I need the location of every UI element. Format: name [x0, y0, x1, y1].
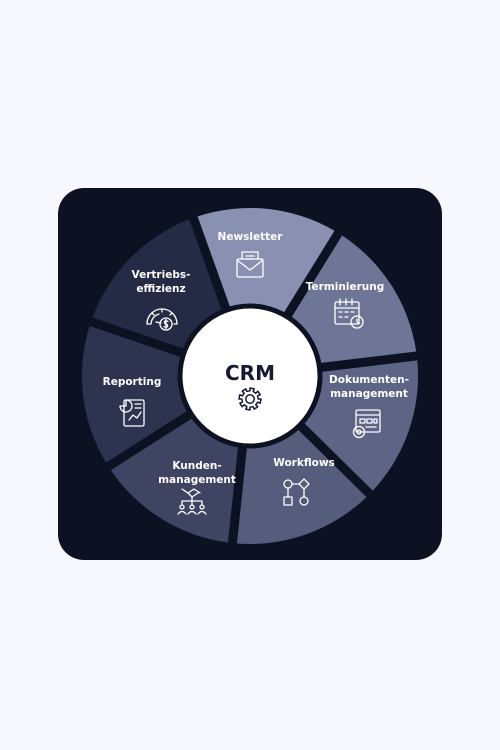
flowchart-icon — [283, 478, 310, 506]
report-chart-icon — [119, 399, 145, 427]
segment-reporting — [81, 325, 193, 463]
crm-wheel: NewsletterTerminierungDokumenten-managem… — [81, 208, 419, 544]
segment-dokumentenmanagement — [300, 360, 419, 491]
document-gear-icon — [352, 409, 381, 439]
segment-label-workflows: Workflows — [273, 457, 335, 469]
segment-workflows — [236, 425, 367, 544]
handshake-network-icon — [177, 488, 207, 515]
segment-label-kundenmanagement: Kunden- — [172, 460, 221, 472]
speedometer-dollar-icon — [146, 308, 178, 331]
center-circle — [177, 303, 323, 449]
segment-kundenmanagement — [110, 415, 239, 543]
segment-label-vertriebseffizienz: Vertriebs- — [132, 269, 191, 281]
segment-label-reporting: Reporting — [103, 376, 162, 388]
envelope-icon — [236, 251, 264, 278]
segment-label-dokumentenmanagement: management — [330, 388, 408, 400]
segment-label-vertriebseffizienz: effizienz — [136, 283, 185, 295]
segment-newsletter — [197, 208, 335, 318]
calendar-clock-icon — [334, 298, 364, 329]
segment-label-terminierung: Terminierung — [306, 281, 384, 293]
segment-label-kundenmanagement: management — [158, 474, 236, 486]
segment-label-dokumentenmanagement: Dokumenten- — [329, 374, 409, 386]
center-title: CRM — [225, 361, 275, 385]
segment-vertriebseffizienz — [92, 219, 224, 351]
segment-label-newsletter: Newsletter — [218, 231, 284, 243]
gear-icon — [238, 387, 262, 411]
